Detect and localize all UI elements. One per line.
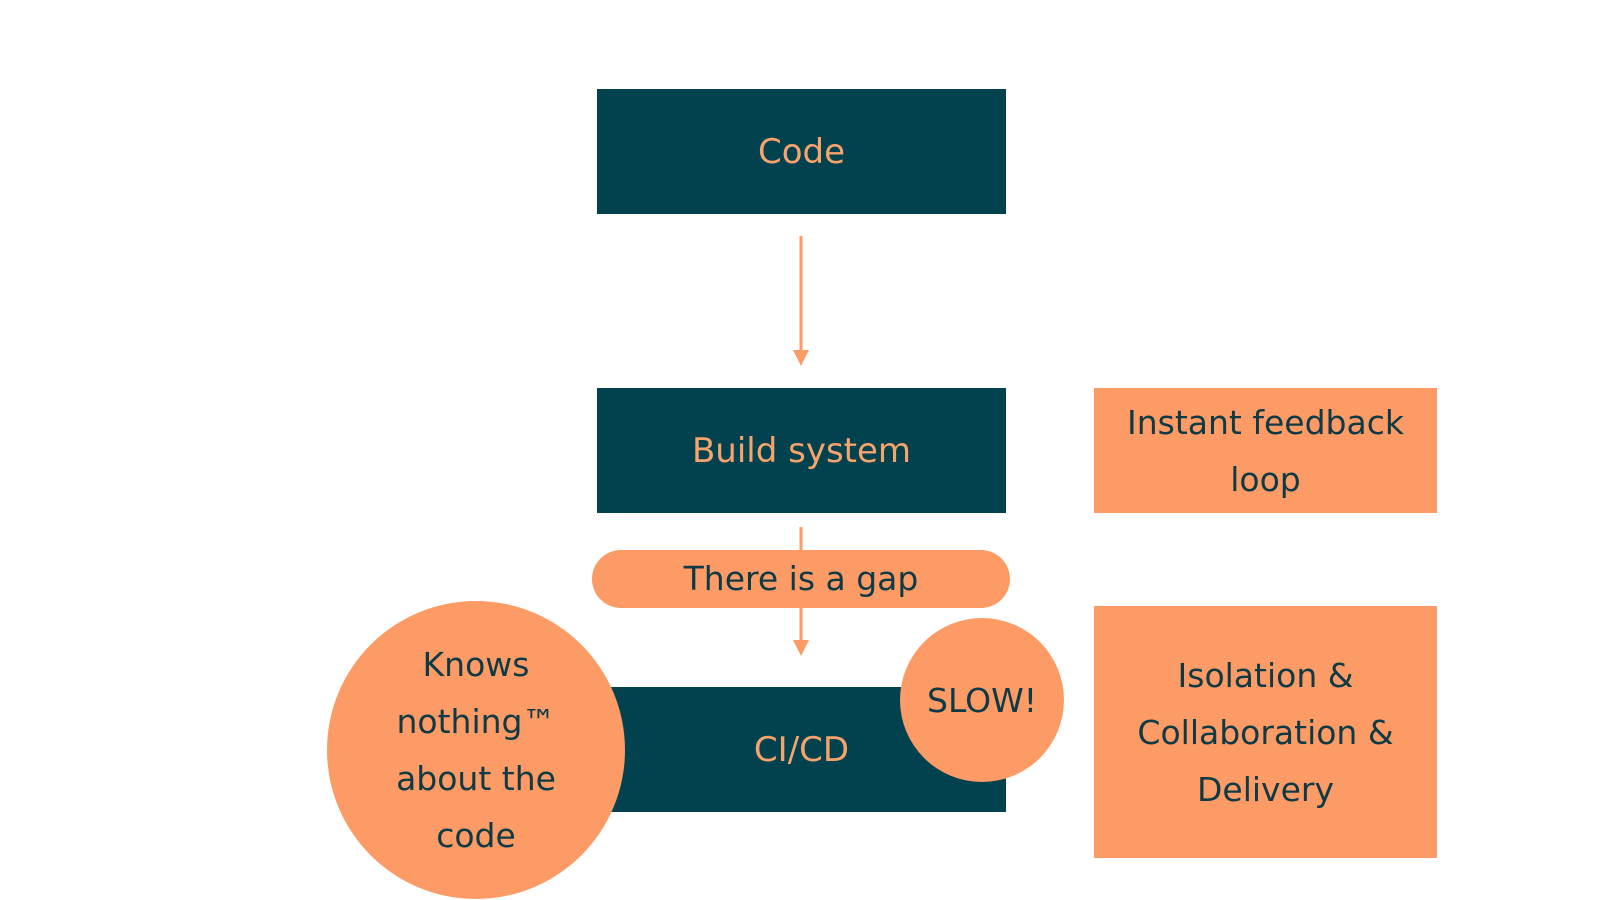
build-system-node-label: Build system xyxy=(691,430,912,471)
isolation-label: Isolation & Collaboration & Delivery xyxy=(1137,655,1394,809)
isolation-note: Isolation & Collaboration & Delivery xyxy=(1094,606,1437,858)
knows-nothing-callout: Knows nothing™ about the code xyxy=(327,601,625,899)
slow-callout-label: SLOW! xyxy=(927,680,1037,720)
code-node: Code xyxy=(597,89,1006,214)
cicd-node-label: CI/CD xyxy=(753,729,850,770)
slow-callout: SLOW! xyxy=(900,618,1064,782)
instant-feedback-label: Instant feedback loop xyxy=(1127,402,1404,499)
gap-callout-label: There is a gap xyxy=(683,559,919,598)
knows-nothing-label: Knows nothing™ about the code xyxy=(396,645,556,855)
gap-callout: There is a gap xyxy=(592,550,1010,608)
code-node-label: Code xyxy=(757,131,846,172)
instant-feedback-note: Instant feedback loop xyxy=(1094,388,1437,513)
arrow-code-to-build xyxy=(793,236,809,366)
build-system-node: Build system xyxy=(597,388,1006,513)
